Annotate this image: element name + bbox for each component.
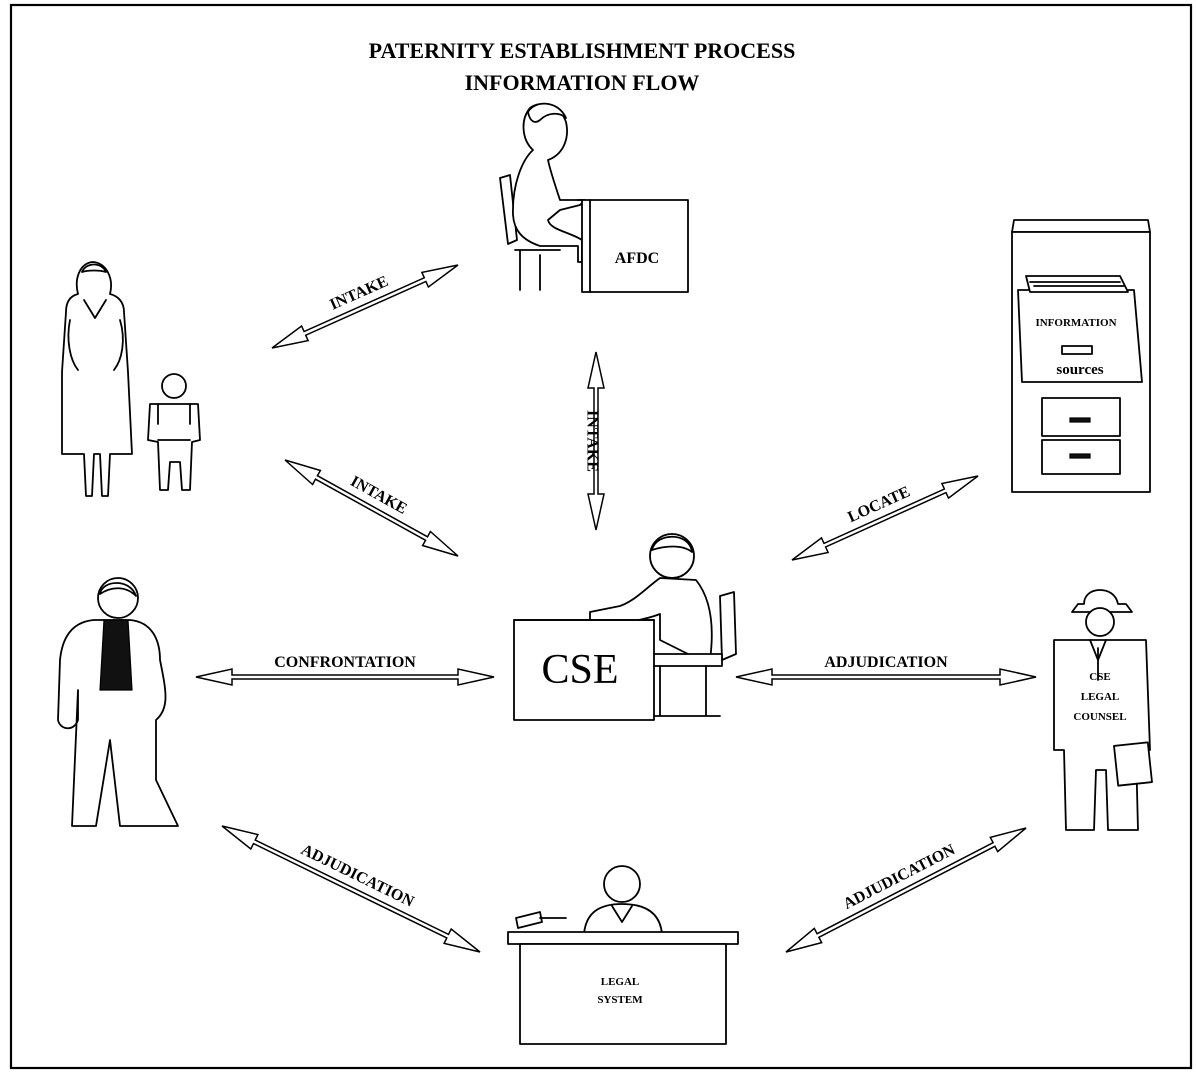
judge-icon: [507, 865, 739, 1045]
legal-counsel-icon: [1053, 589, 1153, 831]
legal-system-desk: [519, 943, 727, 1045]
flow-label-father-cse: CONFRONTATION: [274, 654, 416, 671]
arrow-mother-afdc: [271, 264, 459, 349]
arrow-father-legal: [221, 825, 481, 953]
cse-caseworker-icon: [513, 533, 737, 721]
afdc-label: AFDC: [615, 250, 659, 267]
filing-cabinet-icon: [1011, 219, 1151, 493]
arrow-info-cse: [791, 475, 979, 561]
flow-label-counsel-legal: ADJUDICATION: [841, 841, 959, 913]
mother-and-child-icon: [61, 261, 201, 497]
flow-label-cse-counsel: ADJUDICATION: [824, 654, 948, 671]
legal-counsel-label-line2: LEGAL: [1081, 691, 1120, 703]
diagram-frame: [9, 3, 1193, 1070]
afdc-desk: [581, 199, 689, 293]
information-sources-label-line1: INFORMATION: [1035, 317, 1116, 329]
legal-system-label-line2: SYSTEM: [597, 994, 643, 1006]
legal-system-label-line1: LEGAL: [601, 976, 640, 988]
legal-counsel-label-line1: CSE: [1089, 671, 1110, 683]
arrow-mother-cse: [284, 459, 459, 557]
information-sources-label-line2: sources: [1056, 362, 1103, 378]
flow-label-afdc-cse: INTAKE: [584, 410, 601, 472]
arrow-afdc-cse: [587, 351, 605, 531]
diagram-title-line1: PATERNITY ESTABLISHMENT PROCESS: [369, 38, 796, 63]
arrow-cse-counsel: [735, 668, 1037, 686]
cse-label: CSE: [541, 647, 618, 693]
arrow-counsel-legal: [785, 827, 1027, 953]
afdc-caseworker-icon: [499, 102, 689, 293]
diagram-title-line2: INFORMATION FLOW: [465, 70, 700, 95]
arrow-father-cse: [195, 668, 495, 686]
flow-label-father-legal: ADJUDICATION: [298, 841, 417, 911]
father-icon: [57, 577, 179, 827]
legal-counsel-label-line3: COUNSEL: [1073, 711, 1126, 723]
